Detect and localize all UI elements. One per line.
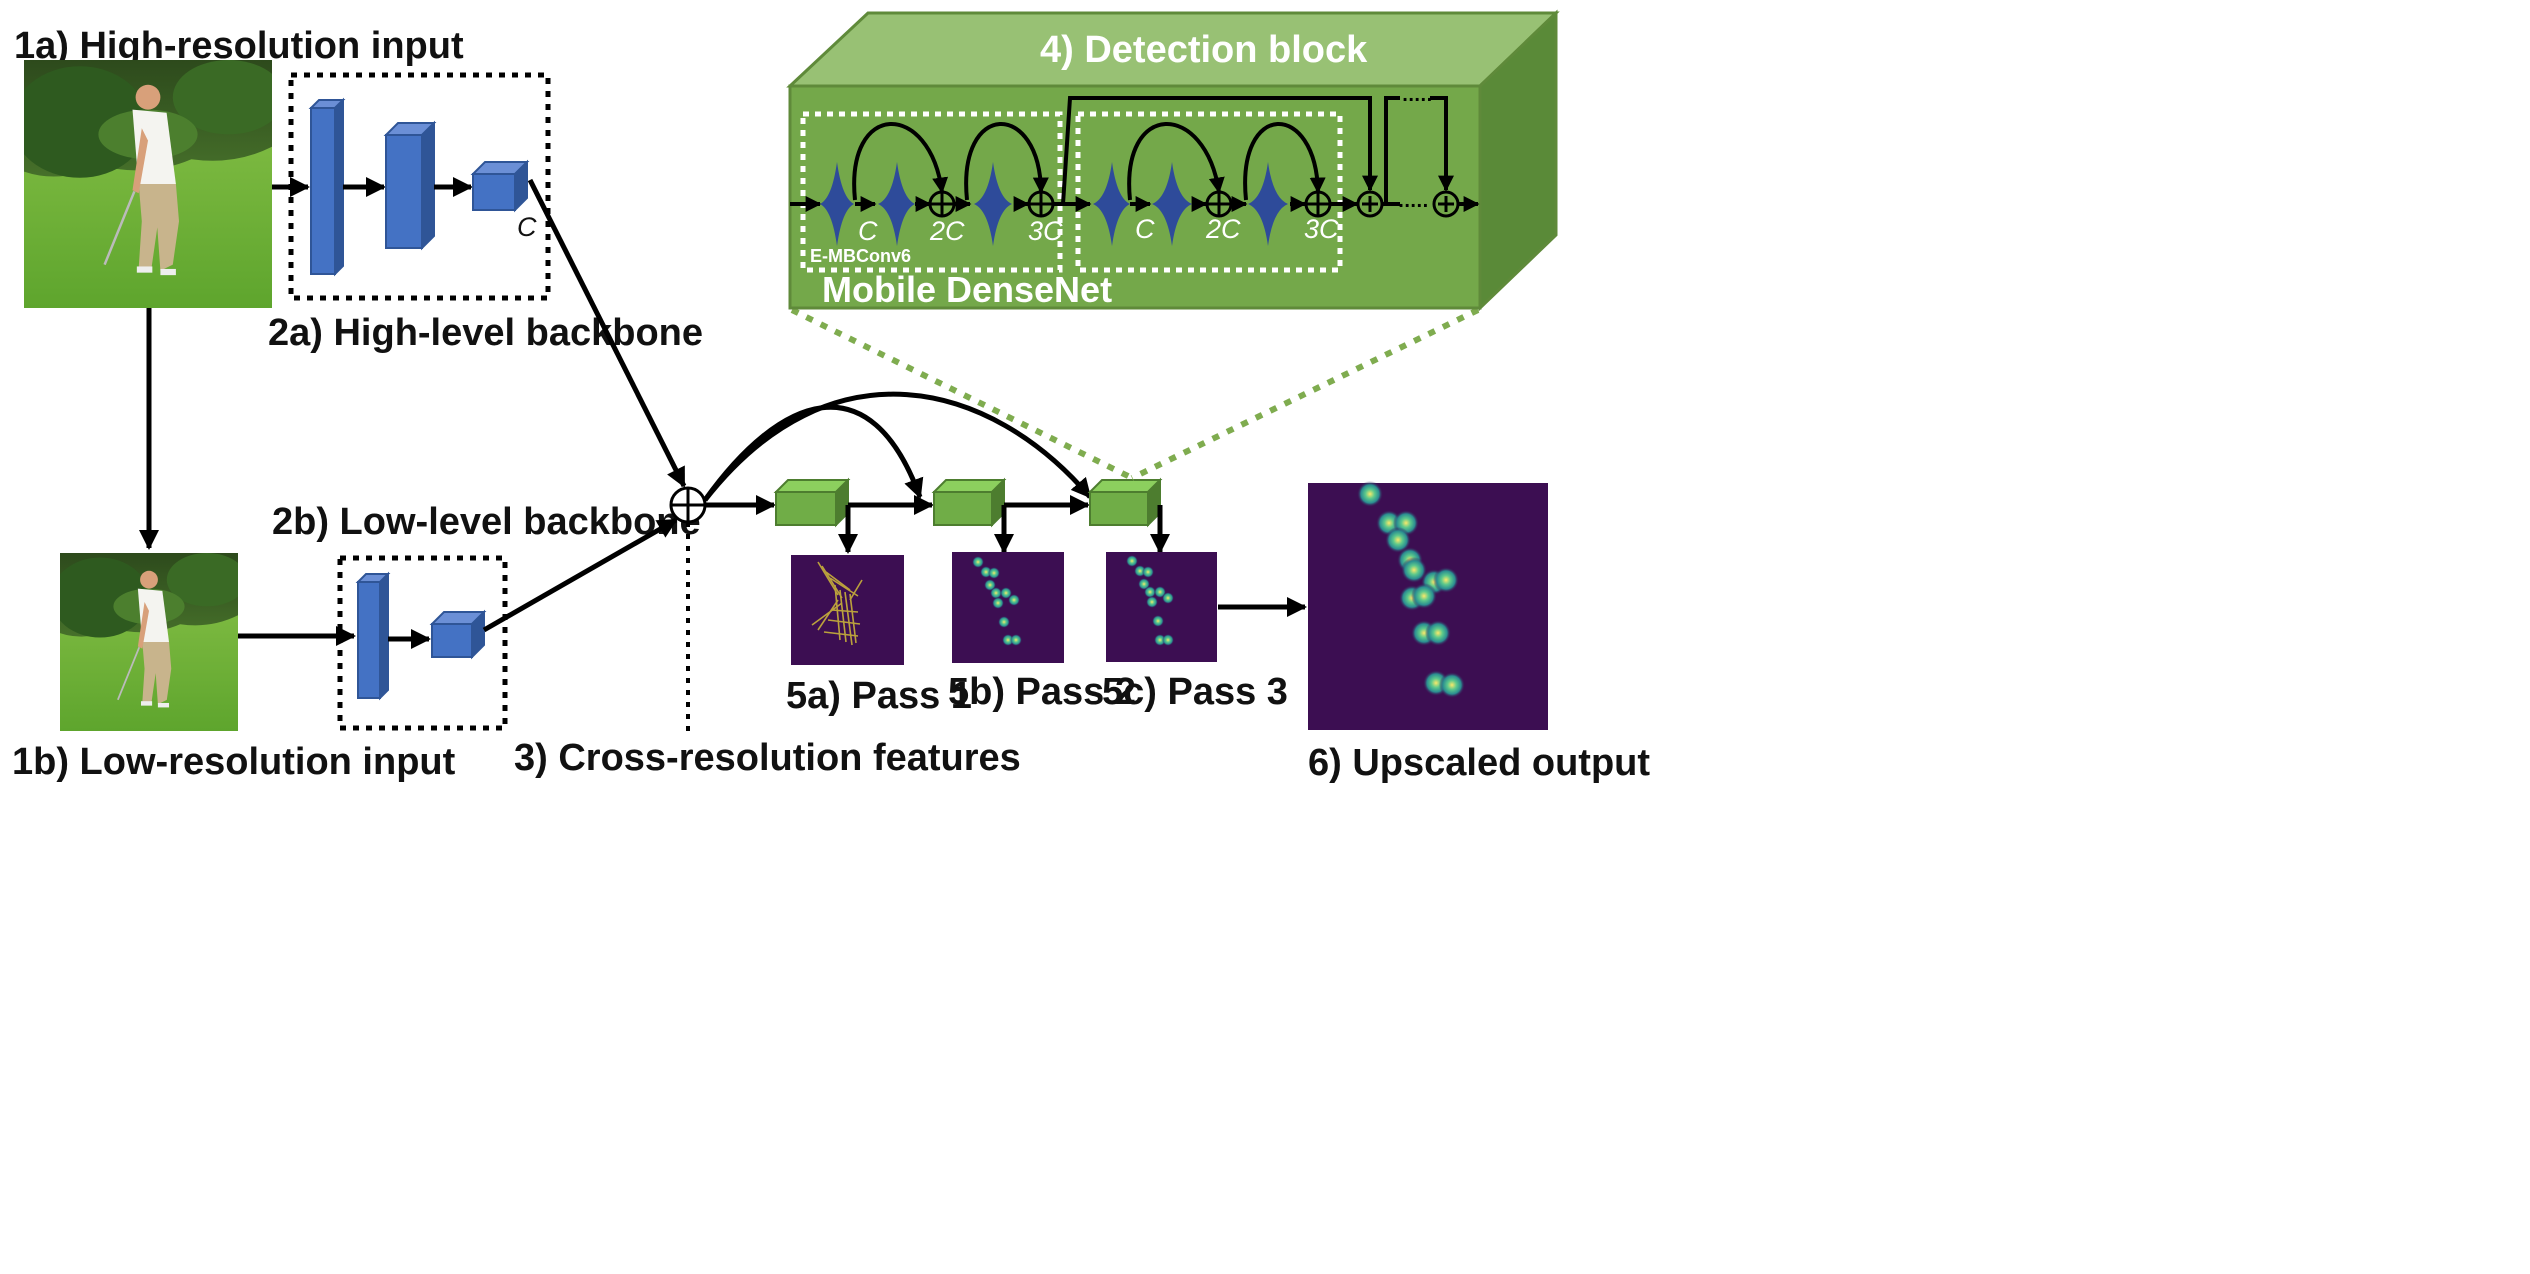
hl-backbone-frame	[288, 72, 551, 301]
dense-add-nodes	[928, 190, 1460, 218]
pass1-heatmap	[791, 555, 904, 665]
upscaled-label: 6) Upscaled output	[1308, 742, 1650, 784]
ch-label-2b: 2C	[1205, 214, 1241, 244]
pass2-block	[931, 477, 1007, 528]
hl-block-3	[470, 159, 530, 213]
dense-block-2-frame	[1075, 111, 1343, 273]
dense-block-1-frame	[800, 111, 1063, 273]
hl-backbone-label: 2a) High-level backbone	[268, 312, 703, 354]
ch-label-2a: C	[1135, 214, 1155, 244]
pass2-label: 5b) Pass 2	[948, 671, 1136, 713]
hl-block-1	[308, 97, 346, 277]
channel-labels: C 2C 3C C 2C 3C	[858, 214, 1339, 246]
mobile-densenet-label: Mobile DenseNet	[822, 269, 1112, 310]
pass3-label: 5c) Pass 3	[1102, 671, 1288, 713]
cross-res-label: 3) Cross-resolution features	[514, 737, 1021, 779]
ll-block-2	[429, 609, 487, 660]
ll-block-1	[355, 571, 391, 701]
ellipsis-top: .....	[1402, 86, 1432, 105]
embconv-label: E-MBConv6	[810, 246, 911, 266]
ellipsis-bottom: .....	[1398, 192, 1428, 211]
lr-input-image	[60, 553, 238, 731]
concat-node	[669, 486, 707, 524]
pass1-label: 5a) Pass 1	[786, 675, 972, 717]
ch-label-1b: 2C	[929, 216, 965, 246]
ch-label-1a: C	[858, 216, 878, 246]
pass3-block	[1087, 477, 1163, 528]
zoom-line-right	[1130, 307, 1480, 481]
ll-backbone-frame	[337, 555, 508, 731]
pass3-heatmap	[1106, 552, 1217, 662]
zoom-line-left	[790, 307, 1134, 481]
ch-label-1c: 3C	[1028, 216, 1063, 246]
pass1-block	[773, 477, 851, 528]
detection-block-label: 4) Detection block	[1040, 29, 1368, 71]
hl-block-2	[383, 120, 437, 251]
embconv-diamonds	[820, 162, 1288, 246]
ll-backbone-label: 2b) Low-level backbone	[272, 501, 701, 543]
hl-channel-label: C	[517, 212, 537, 242]
hr-input-image	[24, 60, 272, 308]
ch-label-2c: 3C	[1304, 214, 1339, 244]
lr-input-label: 1b) Low-resolution input	[12, 741, 456, 783]
pass2-heatmap	[952, 552, 1064, 663]
upscaled-heatmap	[1308, 481, 1548, 730]
